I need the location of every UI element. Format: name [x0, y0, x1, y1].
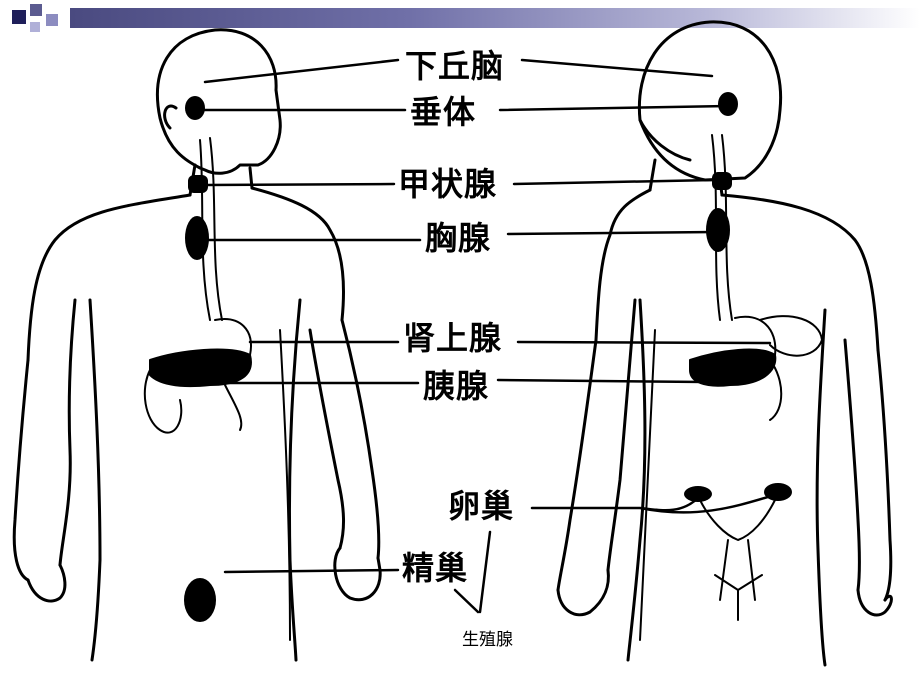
female-kidney — [769, 359, 783, 421]
female-right-hand — [856, 588, 893, 617]
label-adrenal: 肾上腺 — [403, 319, 503, 357]
label-ovary: 卵巢 — [448, 487, 515, 525]
female-left-shoulder — [594, 188, 652, 342]
female-ovary-right — [764, 483, 792, 501]
female-pubic-y — [714, 574, 763, 621]
female-midline — [639, 329, 656, 641]
female-left-arm-inner — [606, 298, 637, 572]
male-midline — [279, 329, 291, 641]
leader-thymus-right — [506, 230, 718, 236]
header-square-2 — [30, 4, 42, 16]
female-face — [638, 118, 692, 162]
female-ovary-left — [684, 486, 712, 502]
male-right-hand — [333, 546, 382, 602]
leader-gonad-testis — [453, 588, 480, 614]
label-thyroid: 甲状腺 — [398, 165, 498, 203]
leader-pancreas-right — [496, 378, 707, 384]
female-stomach — [734, 315, 777, 356]
male-torso-right — [287, 298, 302, 662]
male-pancreas — [149, 348, 252, 388]
female-right-arm-inner — [843, 338, 861, 592]
female-head — [637, 20, 783, 182]
male-trachea-2 — [209, 137, 223, 321]
male-right-arm-inner — [308, 328, 346, 550]
male-head — [155, 28, 282, 175]
male-left-arm-inner — [58, 298, 77, 567]
female-right-arm-outer — [876, 348, 893, 602]
male-right-arm-outer — [340, 318, 381, 560]
male-figure — [12, 28, 382, 662]
label-thymus: 胸腺 — [425, 219, 492, 257]
male-stomach — [214, 318, 252, 356]
female-pituitary-gland — [718, 92, 738, 116]
leader-ovary — [530, 492, 780, 514]
female-vagina — [719, 539, 756, 601]
female-right-shoulder — [720, 193, 880, 352]
male-right-shoulder — [250, 186, 346, 322]
male-pituitary-gland — [185, 96, 205, 120]
header-square-4 — [30, 22, 40, 32]
leader-gonad-ovary — [478, 530, 492, 614]
label-gonads: 生殖腺 — [462, 630, 513, 650]
male-ear — [163, 104, 178, 130]
male-kidney — [143, 369, 183, 434]
male-trachea — [199, 139, 211, 321]
female-uterus — [699, 499, 776, 541]
leader-hypothalamus-right — [520, 58, 714, 78]
male-left-arm-outer — [12, 358, 30, 582]
female-left-hand — [556, 568, 610, 617]
male-testis-gland — [184, 578, 216, 622]
label-pancreas: 胰腺 — [423, 367, 490, 405]
header-square-1 — [12, 10, 26, 24]
female-trachea — [711, 134, 721, 321]
male-left-hand — [26, 563, 67, 603]
female-thymus-gland — [706, 208, 730, 252]
male-thymus-gland — [185, 216, 209, 260]
female-trachea-2 — [721, 134, 733, 321]
leader-thyroid-left — [203, 182, 396, 187]
leader-adrenal-right — [516, 340, 772, 345]
label-pituitary: 垂体 — [410, 93, 477, 131]
female-breast — [759, 315, 823, 357]
female-thyroid-gland — [712, 172, 732, 190]
leader-pituitary-right — [498, 104, 730, 112]
female-left-arm-outer — [556, 338, 598, 592]
label-testis: 精巢 — [402, 549, 469, 587]
leader-hypothalamus-left — [203, 58, 400, 84]
leader-thyroid-right — [512, 178, 716, 186]
female-neck-left — [648, 158, 657, 192]
male-left-shoulder — [26, 193, 192, 362]
label-hypothalamus: 下丘脑 — [405, 47, 505, 85]
header-square-3 — [46, 14, 58, 26]
female-pancreas — [689, 348, 777, 387]
leader-testis — [223, 568, 400, 574]
male-lower-organ — [224, 384, 243, 431]
female-torso-left — [626, 298, 647, 662]
female-torso-right — [815, 308, 827, 667]
male-thyroid-gland — [188, 175, 208, 193]
male-torso-left — [88, 298, 102, 662]
